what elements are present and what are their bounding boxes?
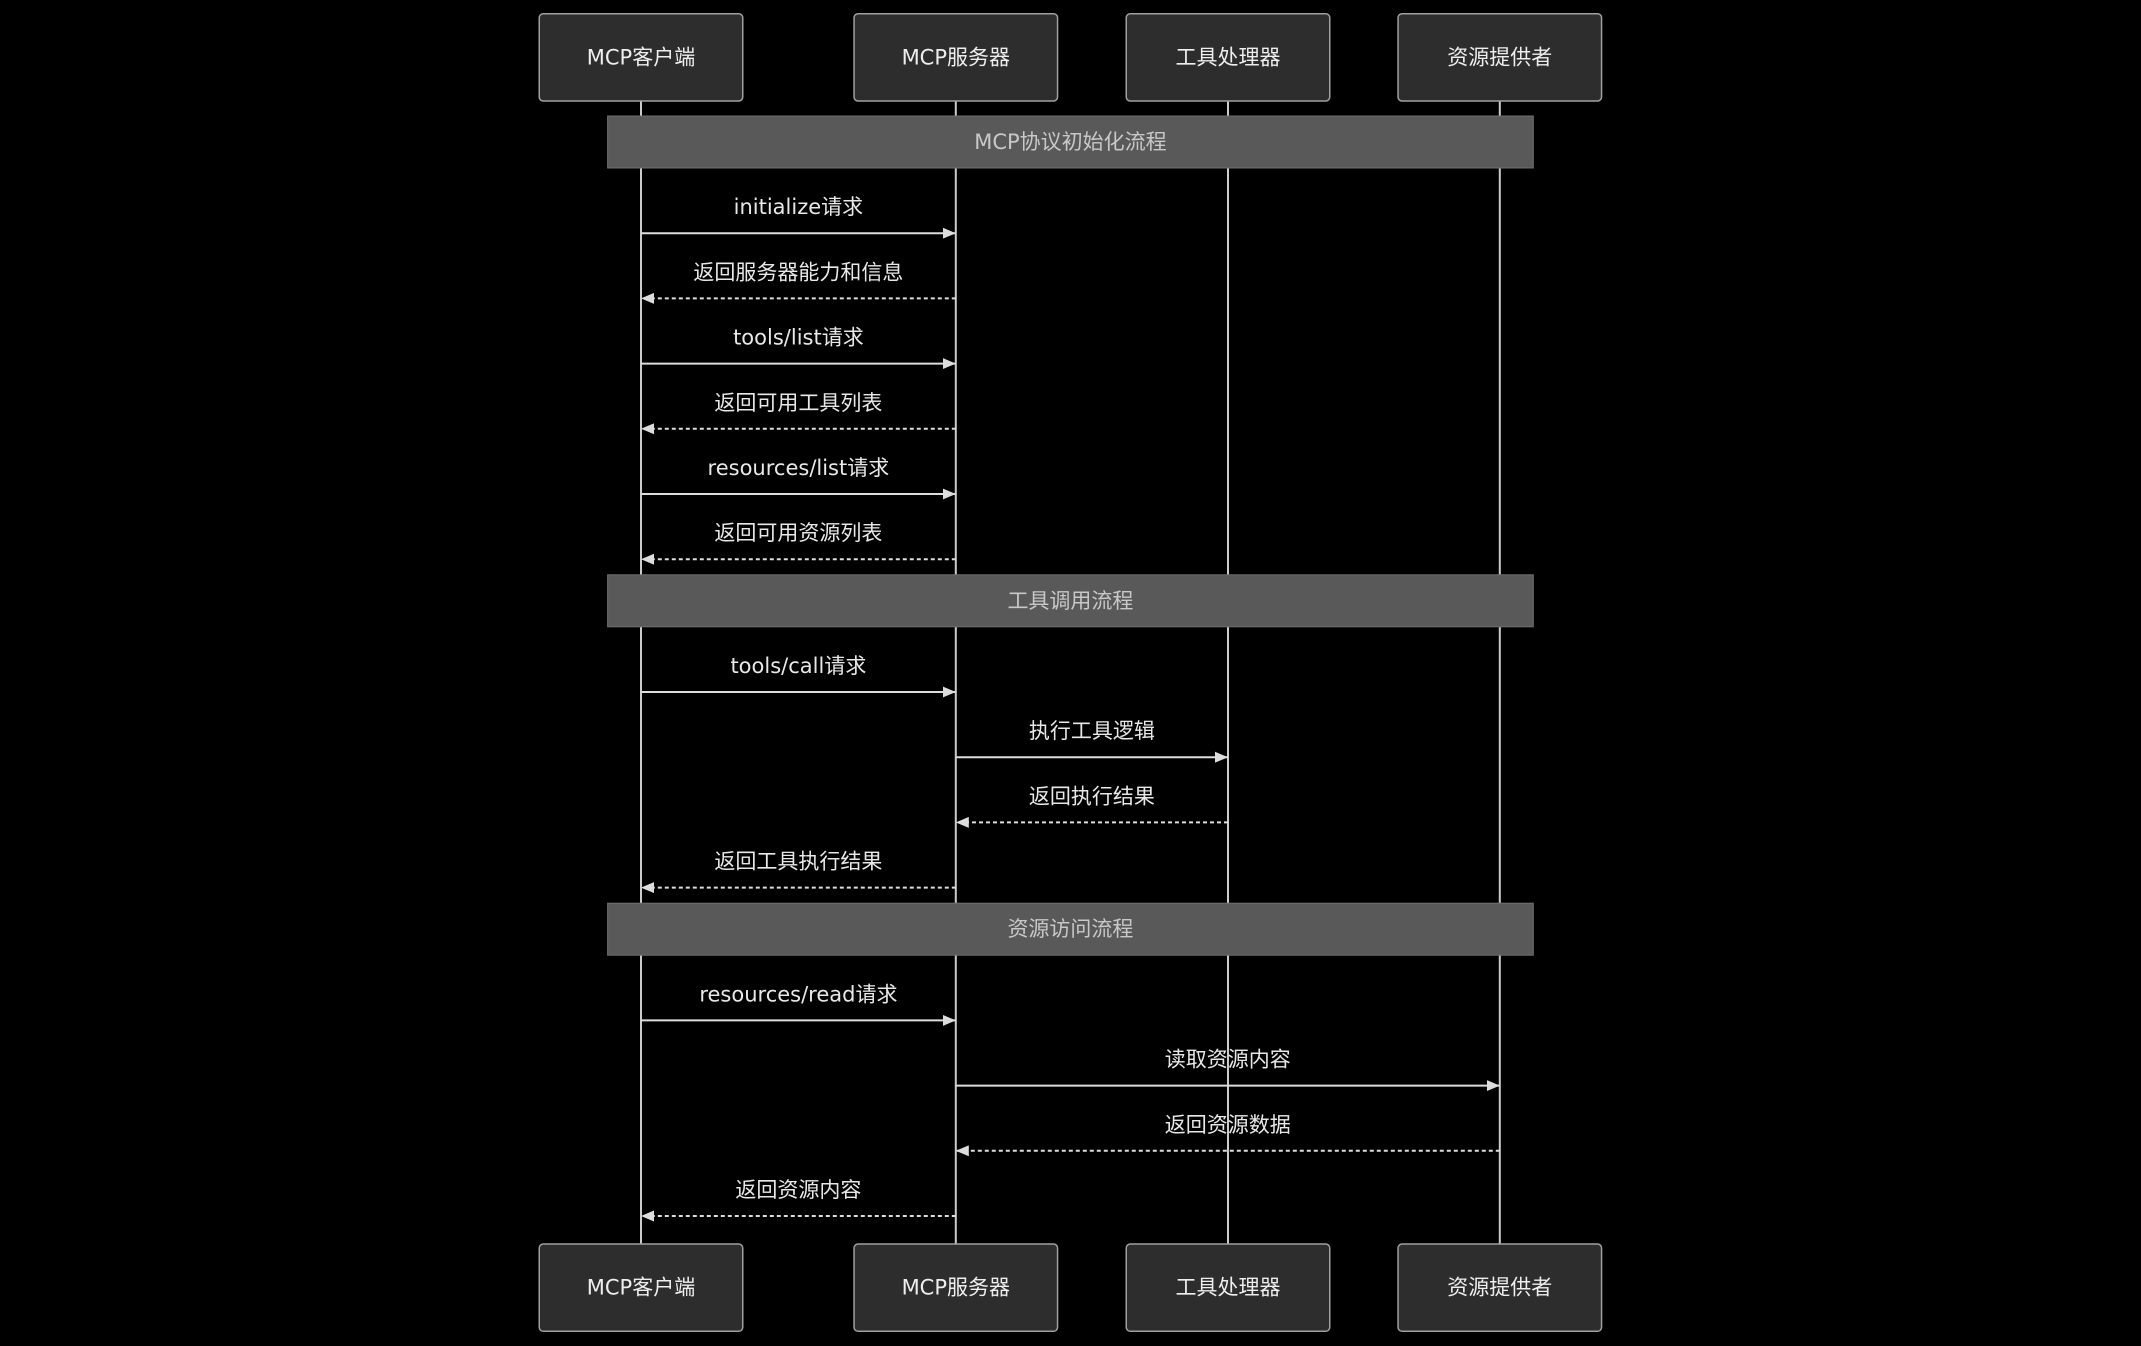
participant-box-frame (538, 1243, 744, 1333)
section-bar (607, 115, 1534, 169)
participant-box-top: MCP客户端 (538, 12, 744, 102)
participant-box-frame (1125, 1243, 1331, 1333)
section-title: 工具调用流程 (1007, 589, 1133, 613)
participant-box-frame (1397, 12, 1603, 102)
message-label: resources/list请求 (708, 456, 890, 480)
reply-message: 返回可用工具列表 (641, 391, 956, 435)
participant-box-bottom: MCP客户端 (538, 1243, 744, 1333)
message-label: 返回执行结果 (1029, 784, 1155, 808)
message-label: 返回服务器能力和信息 (693, 260, 903, 284)
participant-box-bottom: 资源提供者 (1397, 1243, 1603, 1333)
reply-message: 返回工具执行结果 (641, 850, 956, 894)
section-bar (607, 574, 1534, 628)
message-label: initialize请求 (734, 195, 864, 219)
participant-box-top: 工具处理器 (1125, 12, 1331, 102)
reply-message: 返回执行结果 (955, 784, 1228, 828)
participant-box-frame (538, 12, 744, 102)
participant-box-top: MCP服务器 (853, 12, 1059, 102)
section-bar (607, 902, 1534, 956)
request-message: initialize请求 (641, 195, 956, 239)
participant-label: MCP服务器 (902, 1276, 1010, 1300)
participant-label: MCP客户端 (587, 45, 695, 69)
request-message: 读取资源内容 (955, 1048, 1500, 1092)
participant-label: 资源提供者 (1447, 45, 1552, 69)
participant-label: 工具处理器 (1176, 1276, 1281, 1300)
reply-message: 返回服务器能力和信息 (641, 260, 956, 304)
request-message: tools/call请求 (641, 654, 956, 698)
request-message: 执行工具逻辑 (955, 719, 1228, 763)
section-title: 资源访问流程 (1007, 917, 1133, 941)
participant-label: MCP服务器 (902, 45, 1010, 69)
message-label: 执行工具逻辑 (1029, 719, 1155, 743)
message-label: 返回资源内容 (735, 1178, 861, 1202)
participant-box-frame (1125, 12, 1331, 102)
participant-box-top: 资源提供者 (1397, 12, 1603, 102)
request-message: tools/list请求 (641, 326, 956, 370)
request-message: resources/read请求 (641, 982, 956, 1026)
message-label: resources/read请求 (699, 982, 897, 1006)
reply-message: 返回资源内容 (641, 1178, 956, 1222)
message-label: 返回工具执行结果 (714, 850, 882, 874)
message-label: 返回可用工具列表 (714, 391, 882, 415)
lifelines (640, 101, 1501, 1244)
participant-label: 资源提供者 (1447, 1276, 1552, 1300)
participant-label: 工具处理器 (1176, 45, 1281, 69)
reply-message: 返回可用资源列表 (641, 521, 956, 565)
message-label: tools/call请求 (730, 654, 866, 678)
message-label: 返回可用资源列表 (714, 521, 882, 545)
message-label: tools/list请求 (733, 326, 864, 350)
request-message: resources/list请求 (641, 456, 956, 500)
message-label: 返回资源数据 (1165, 1113, 1291, 1137)
participant-label: MCP客户端 (587, 1276, 695, 1300)
reply-message: 返回资源数据 (955, 1113, 1500, 1157)
participant-box-frame (1397, 1243, 1603, 1333)
section-title: MCP协议初始化流程 (974, 130, 1166, 154)
participant-box-frame (853, 1243, 1059, 1333)
participant-box-frame (853, 12, 1059, 102)
participant-box-bottom: MCP服务器 (853, 1243, 1059, 1333)
message-label: 读取资源内容 (1165, 1048, 1291, 1072)
participant-box-bottom: 工具处理器 (1125, 1243, 1331, 1333)
